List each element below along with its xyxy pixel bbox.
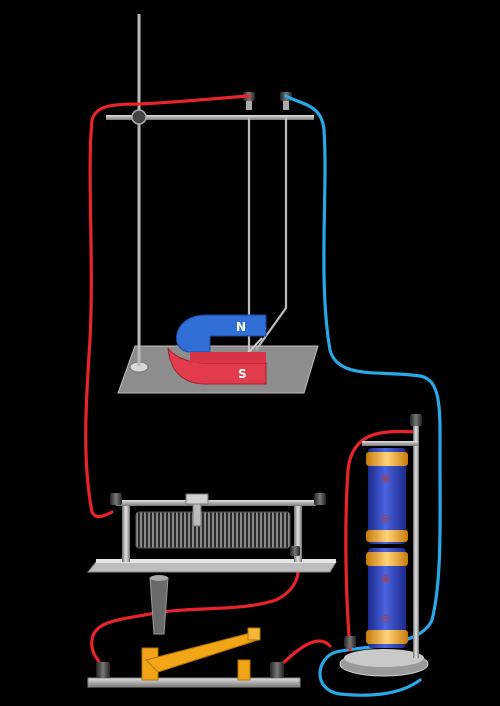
magnet-north-half: [175, 314, 267, 353]
magnet-south-label: S: [238, 367, 247, 381]
rheostat-rail: [116, 500, 316, 506]
cell-2-negative-sign: ⊖: [381, 612, 390, 625]
rheostat-end-left: [122, 506, 130, 562]
battery-top-clamp: [362, 441, 418, 446]
switch-contact: [237, 659, 251, 681]
horseshoe-magnet: N S: [167, 314, 267, 385]
battery-cell-2: ⊕ ⊖: [366, 548, 408, 648]
rheostat: [86, 493, 337, 573]
blue-wire: [284, 94, 442, 697]
cell-1-negative-sign: ⊖: [381, 512, 390, 525]
battery-side-rod: [413, 426, 419, 658]
battery-terminal-top: [410, 414, 422, 426]
conductor-rod: [248, 337, 263, 353]
rheostat-slider[interactable]: [185, 493, 209, 527]
rheostat-terminal-left: [110, 493, 122, 505]
red-wire-top: [84, 94, 251, 519]
cell-2-positive-sign: ⊕: [381, 572, 390, 585]
battery-holder: ⊕ ⊖ ⊕ ⊖: [339, 414, 429, 677]
red-wire-battery: [344, 429, 418, 652]
rheostat-base: [86, 561, 337, 573]
battery-cell-1: ⊕ ⊖: [366, 448, 408, 544]
upper-stand: N S: [106, 14, 319, 394]
rheostat-coil: [136, 512, 290, 548]
cross-bar-clamp: [131, 109, 147, 125]
knife-switch: [87, 575, 301, 688]
cell-1-positive-sign: ⊕: [381, 472, 390, 485]
switch-pointer-cone: [149, 577, 169, 635]
switch-base: [87, 677, 301, 688]
rheostat-terminal-right: [314, 493, 326, 505]
magnet-north-label: N: [236, 320, 246, 334]
cross-bar: [106, 115, 314, 120]
rheostat-terminal-bottom: [290, 546, 300, 556]
battery-terminal-bottom: [344, 636, 356, 648]
rheostat-end-right: [294, 506, 302, 562]
switch-terminal-right: [270, 662, 284, 678]
switch-terminal-left: [96, 662, 110, 678]
